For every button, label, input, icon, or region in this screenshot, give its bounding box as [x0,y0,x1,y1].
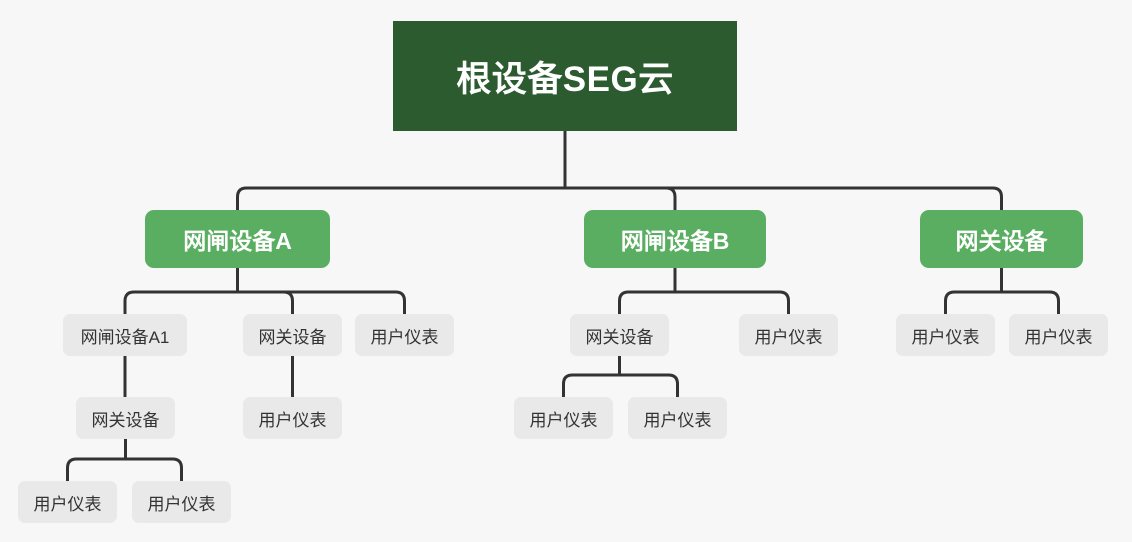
edge-a-a2 [237,290,294,314]
edge-c-c1 [944,290,1002,314]
tree-node-b1[interactable]: 网关设备 [570,314,669,356]
edge-c-c2 [1001,290,1060,314]
tree-node-a1a2[interactable]: 用户仪表 [132,481,231,523]
tree-node-a[interactable]: 网闸设备A [145,210,330,268]
edge-a-a1 [123,290,238,314]
tree-node-b2[interactable]: 用户仪表 [739,314,838,356]
tree-node-c[interactable]: 网关设备 [920,210,1083,268]
edge-root-a [236,186,565,210]
edge-b1-b1b [619,373,679,397]
edge-b-b1 [618,290,675,314]
tree-node-a2a[interactable]: 用户仪表 [243,397,342,439]
tree-node-b1a[interactable]: 用户仪表 [514,397,613,439]
edge-a1a-a1a2 [125,457,183,481]
edge-b1-b1a [562,373,620,397]
tree-node-a2[interactable]: 网关设备 [243,314,342,356]
edge-b-b2 [675,290,790,314]
tree-node-a1a1[interactable]: 用户仪表 [18,481,117,523]
edge-root-b [565,186,677,210]
tree-node-a1a[interactable]: 网关设备 [76,397,175,439]
edge-a-a3 [237,290,406,314]
tree-node-a3[interactable]: 用户仪表 [355,314,454,356]
tree-node-b[interactable]: 网闸设备B [584,210,766,268]
tree-node-a1[interactable]: 网闸设备A1 [63,314,187,356]
tree-node-c1[interactable]: 用户仪表 [896,314,995,356]
edge-a1a-a1a1 [66,457,126,481]
tree-node-b1b[interactable]: 用户仪表 [628,397,727,439]
edge-root-c [565,186,1003,210]
tree-node-c2[interactable]: 用户仪表 [1009,314,1108,356]
root-node[interactable]: 根设备SEG云 [393,21,737,131]
